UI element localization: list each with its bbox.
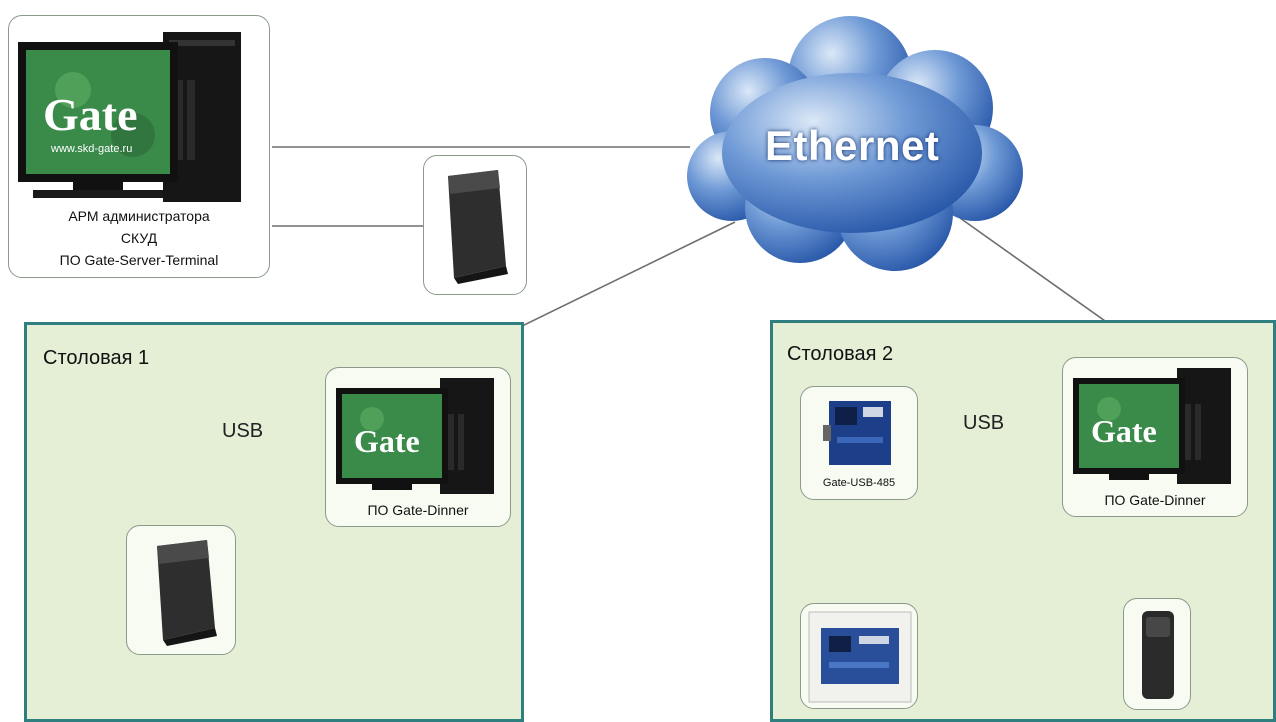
screen-logo: Gate	[43, 89, 138, 140]
computer-icon: Gate www.skd-gate.ru	[18, 32, 241, 202]
screen-url: www.skd-gate.ru	[50, 143, 132, 155]
canteen2-usb-converter[interactable]: Gate-USB-485	[800, 386, 918, 500]
canteen2-card-reader[interactable]	[1123, 598, 1191, 710]
canteen-1-title: Столовая 1	[43, 347, 150, 369]
screen-logo: Gate	[354, 423, 420, 459]
converter-board-icon	[823, 401, 891, 465]
canteen2-controller[interactable]	[800, 603, 918, 709]
canteen1-pc-caption: ПО Gate-Dinner	[367, 502, 469, 518]
converter-caption: Gate-USB-485	[822, 477, 896, 489]
card-reader-icon	[1142, 611, 1174, 699]
cloud-icon	[687, 16, 1023, 271]
usb-label-canteen1: USB	[222, 420, 264, 442]
card-reader-icon	[448, 170, 508, 284]
computer-icon: Gate	[1073, 368, 1231, 484]
admin-caption-line1: АРМ администратора	[68, 208, 210, 224]
ethernet-label: Ethernet	[765, 122, 940, 169]
canteen1-card-reader[interactable]	[126, 525, 236, 655]
card-reader-icon	[157, 540, 217, 646]
canteen2-pc-caption: ПО Gate-Dinner	[1104, 492, 1206, 508]
canteen2-pc[interactable]: Gate ПО Gate-Dinner	[1062, 357, 1248, 517]
admin-caption-line3: ПО Gate-Server-Terminal	[59, 252, 219, 268]
canteen-2-title: Столовая 2	[787, 343, 894, 365]
computer-icon: Gate	[336, 378, 494, 494]
admin-caption-line2: СКУД	[120, 230, 158, 246]
screen-logo: Gate	[1091, 413, 1157, 449]
admin-workstation[interactable]: Gate www.skd-gate.ru АРМ администратора …	[8, 15, 270, 278]
usb-label-canteen2: USB	[963, 412, 1005, 434]
controller-box-icon	[808, 611, 912, 703]
canteen1-pc[interactable]: Gate ПО Gate-Dinner	[325, 367, 511, 527]
admin-card-reader[interactable]	[423, 155, 527, 295]
